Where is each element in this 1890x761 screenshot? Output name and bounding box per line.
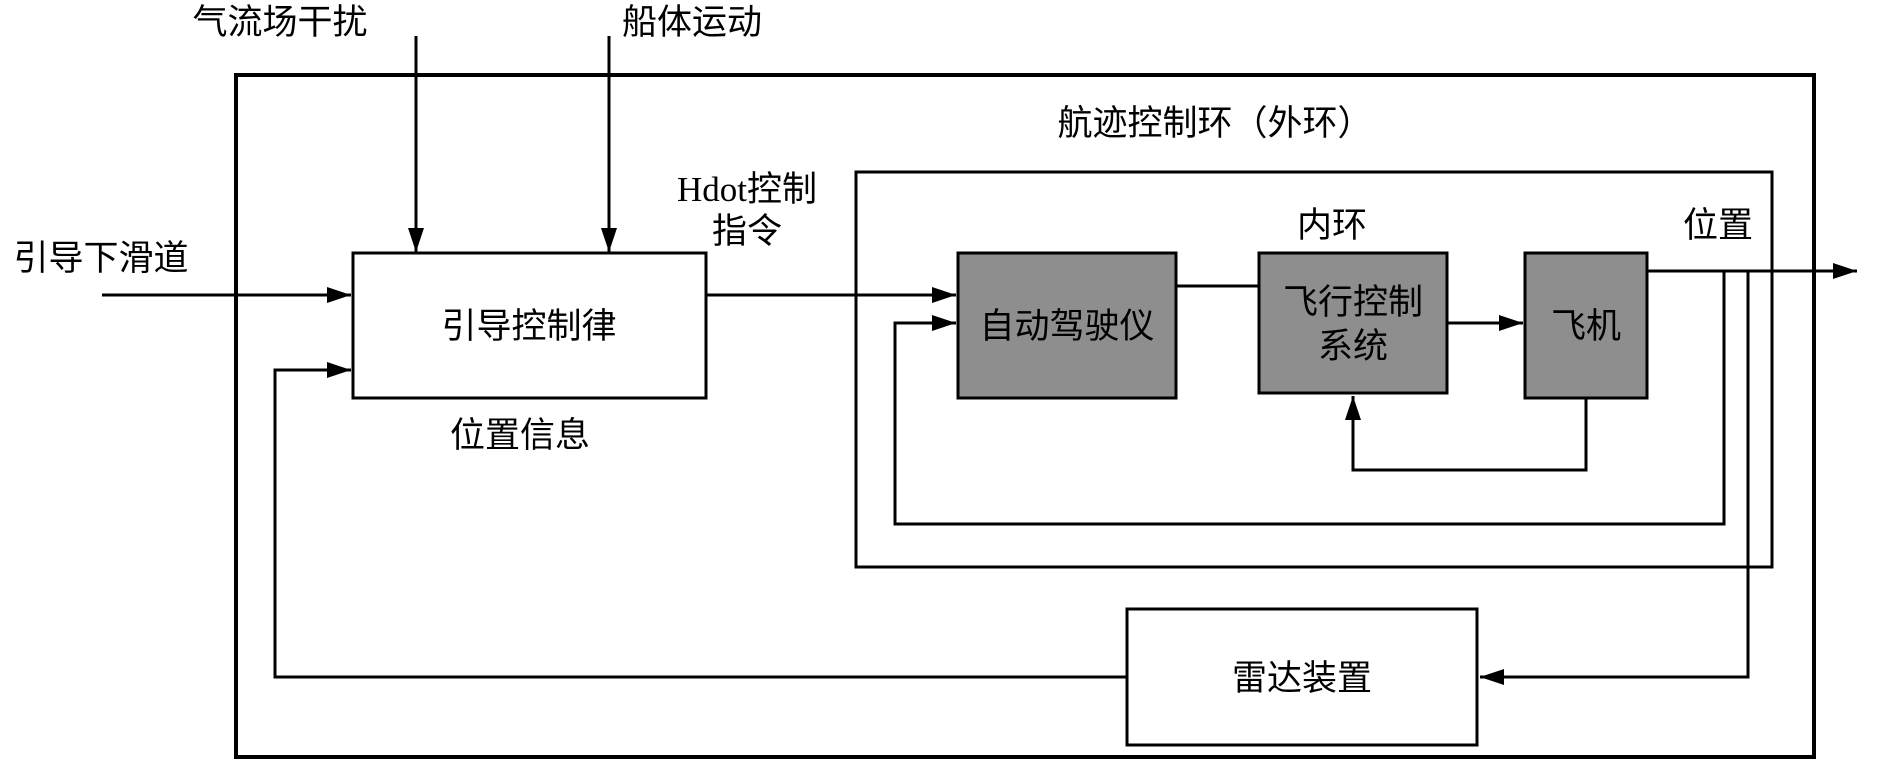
flight-control-system-block — [1257, 251, 1449, 395]
radar-block — [1125, 607, 1479, 747]
hdot-command-label-line1: Hdot控制 — [677, 170, 817, 209]
aircraft-label: 飞机 — [1551, 307, 1621, 346]
outer-loop-title: 航迹控制环（外环） — [1057, 104, 1372, 143]
glide-slope-label: 引导下滑道 — [13, 239, 188, 278]
airflow-disturbance-label: 气流场干扰 — [192, 3, 367, 42]
fcs-label-line1: 飞行控制 — [1283, 283, 1423, 322]
radar-to-guidance-feedback-line — [273, 362, 1127, 679]
inner-loop-label: 内环 — [1297, 206, 1367, 245]
autopilot-label: 自动驾驶仪 — [979, 307, 1154, 346]
guidance-law-block — [351, 251, 708, 400]
aircraft-to-fcs-feedback-line — [1345, 396, 1588, 472]
position-info-label: 位置信息 — [450, 416, 590, 455]
ship-motion-label: 船体运动 — [622, 3, 762, 42]
guidance-law-label: 引导控制律 — [441, 307, 616, 346]
position-to-autopilot-feedback-line — [893, 271, 1726, 526]
fcs-label-line2: 系统 — [1318, 327, 1388, 366]
outer-loop-frame — [234, 73, 1816, 759]
autopilot-block — [956, 251, 1178, 400]
radar-label: 雷达装置 — [1232, 659, 1372, 698]
inner-loop-frame — [854, 170, 1774, 569]
position-to-radar-line — [1480, 271, 1750, 685]
position-output-label: 位置 — [1683, 206, 1753, 245]
hdot-command-label-line2: 指令 — [712, 212, 782, 251]
aircraft-block — [1523, 251, 1649, 400]
